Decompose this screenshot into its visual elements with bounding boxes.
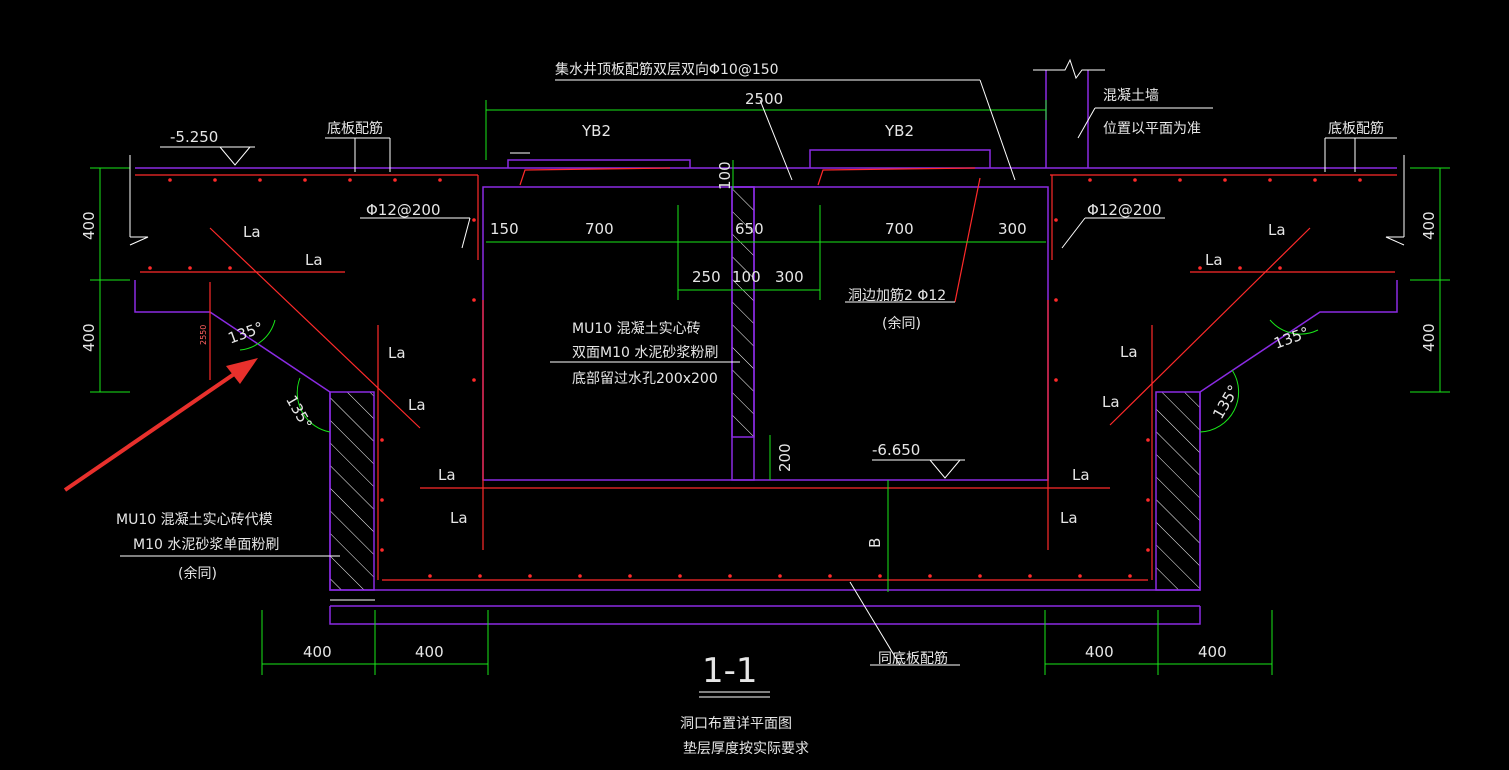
la-label-7: La bbox=[1268, 221, 1286, 239]
dim-150: 150 bbox=[490, 220, 519, 238]
yb2-right-label: YB2 bbox=[884, 122, 914, 140]
la-label-12: La bbox=[1060, 509, 1078, 527]
yb2-left-label: YB2 bbox=[581, 122, 611, 140]
dim-200-vertical: 200 bbox=[776, 443, 794, 472]
dim-700-a: 700 bbox=[585, 220, 614, 238]
phi12-right-label: Φ12@200 bbox=[1087, 201, 1162, 219]
dimension-lines bbox=[90, 100, 1450, 675]
dim-400-left-bottom: 400 bbox=[80, 323, 98, 352]
angle-label-1: 135° bbox=[226, 318, 266, 347]
la-label-9: La bbox=[1120, 343, 1138, 361]
la-label-4: La bbox=[408, 396, 426, 414]
mold-note-line-3: (余同) bbox=[178, 565, 217, 582]
dim-400-bottom-d: 400 bbox=[1198, 643, 1227, 661]
wall-position-label: 位置以平面为准 bbox=[1103, 121, 1201, 137]
elevation-top: -5.250 bbox=[170, 128, 218, 146]
top-rebar-label: 集水井顶板配筋双层双向Φ10@150 bbox=[555, 61, 779, 78]
dim-2550-small: 2550 bbox=[199, 325, 208, 345]
la-label-6: La bbox=[450, 509, 468, 527]
same-bottom-label: 同底板配筋 bbox=[878, 650, 948, 667]
angle-label-3: 135° bbox=[1271, 323, 1311, 352]
dim-650: 650 bbox=[735, 220, 764, 238]
dim-400-left-top: 400 bbox=[80, 211, 98, 240]
phi12-left-label: Φ12@200 bbox=[366, 201, 441, 219]
la-label-8: La bbox=[1205, 251, 1223, 269]
bottom-rebar-label-left: 底板配筋 bbox=[327, 120, 383, 137]
dim-2500: 2500 bbox=[745, 90, 783, 108]
brick-note-line-1: MU10 混凝土实心砖 bbox=[572, 321, 701, 337]
note-line-1: 洞口布置详平面图 bbox=[680, 716, 792, 732]
dim-400-right-bottom: 400 bbox=[1420, 323, 1438, 352]
dim-700-b: 700 bbox=[885, 220, 914, 238]
dim-300-a: 300 bbox=[998, 220, 1027, 238]
dim-400-bottom-b: 400 bbox=[415, 643, 444, 661]
rebar-dots bbox=[148, 178, 1362, 578]
annotation-arrow bbox=[63, 358, 258, 492]
concrete-wall-label: 混凝土墙 bbox=[1103, 88, 1159, 104]
angle-label-2: 135° bbox=[282, 392, 316, 432]
dim-300-b: 300 bbox=[775, 268, 804, 286]
brick-note-line-3: 底部留过水孔200x200 bbox=[572, 371, 718, 387]
structure-outline bbox=[134, 70, 1398, 625]
bottom-rebar-label-right: 底板配筋 bbox=[1328, 120, 1384, 137]
brick-note-line-2: 双面M10 水泥砂浆粉刷 bbox=[572, 345, 718, 361]
elevation-bottom: -6.650 bbox=[872, 441, 920, 459]
la-label-11: La bbox=[1072, 466, 1090, 484]
la-label-3: La bbox=[388, 344, 406, 362]
la-label-2: La bbox=[305, 251, 323, 269]
dim-100: 100 bbox=[732, 268, 761, 286]
dim-400-bottom-a: 400 bbox=[303, 643, 332, 661]
la-label-1: La bbox=[243, 223, 261, 241]
dim-400-right-top: 400 bbox=[1420, 211, 1438, 240]
dim-400-bottom-c: 400 bbox=[1085, 643, 1114, 661]
la-label-10: La bbox=[1102, 393, 1120, 411]
mold-note-line-1: MU10 混凝土实心砖代模 bbox=[116, 512, 273, 528]
dim-250: 250 bbox=[692, 268, 721, 286]
leader-lines bbox=[120, 58, 1405, 698]
mold-note-line-2: M10 水泥砂浆单面粉刷 bbox=[133, 537, 279, 553]
edge-bar-note-2: (余同) bbox=[882, 315, 921, 332]
dim-b: B bbox=[866, 538, 884, 548]
rebar-lines bbox=[135, 167, 1397, 581]
edge-bar-note-1: 洞边加筋2 Φ12 bbox=[848, 287, 946, 304]
la-label-5: La bbox=[438, 466, 456, 484]
note-line-2: 垫层厚度按实际要求 bbox=[683, 741, 809, 757]
section-title: 1-1 bbox=[702, 651, 758, 691]
dim-100-vertical: 100 bbox=[716, 161, 734, 190]
